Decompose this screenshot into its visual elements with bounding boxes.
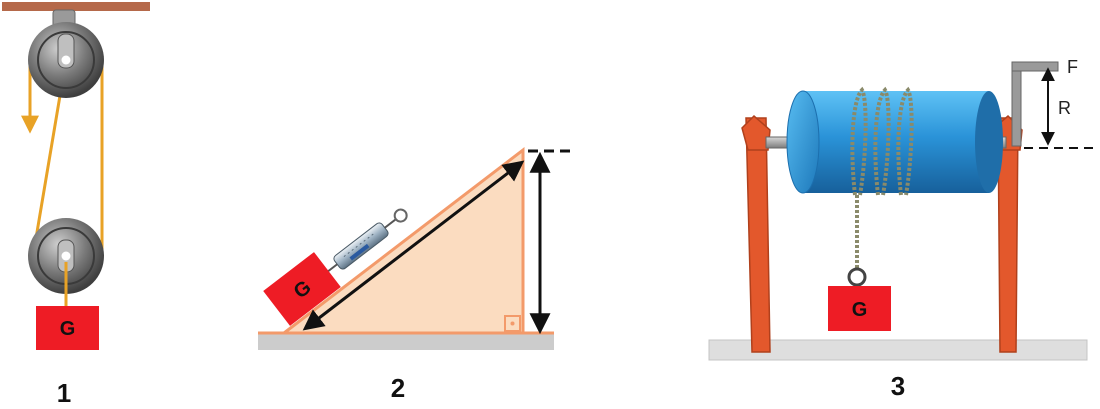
spring-balance (323, 208, 408, 275)
incline-triangle (279, 146, 525, 335)
base-plate (708, 339, 1088, 361)
figure-number: 2 (391, 373, 405, 403)
drum-end-left (786, 90, 820, 194)
weight-label: G (60, 318, 76, 340)
ceiling-beam (2, 2, 150, 11)
force-label: F (1067, 57, 1078, 77)
movable-pulley-axle (61, 251, 71, 261)
crank-handle (1011, 61, 1059, 72)
wheel-and-axle: G F R 3 (708, 57, 1094, 401)
radius-label: R (1058, 98, 1071, 118)
fixed-pulley-groove (37, 31, 95, 89)
ground (258, 333, 554, 350)
fixed-pulley-axle (61, 55, 71, 65)
left-stand (745, 117, 771, 353)
right-angle-dot (510, 321, 515, 326)
figure-number: 3 (891, 371, 905, 401)
weight-block (36, 306, 99, 350)
weight-ring (847, 267, 867, 287)
figure-number: 1 (57, 378, 71, 408)
chain-coils (850, 86, 914, 196)
right-stand (997, 117, 1019, 353)
drum-body (803, 91, 989, 193)
slope-length-arrow (302, 160, 525, 331)
drum-end-right (975, 91, 1003, 193)
weight-block: G (263, 252, 341, 326)
pulley-system: G 1 (2, 2, 150, 408)
weight-label: G (852, 299, 868, 321)
crank-arm (1011, 65, 1022, 147)
weight-block (828, 286, 891, 331)
inclined-plane: G 2 (258, 146, 575, 403)
